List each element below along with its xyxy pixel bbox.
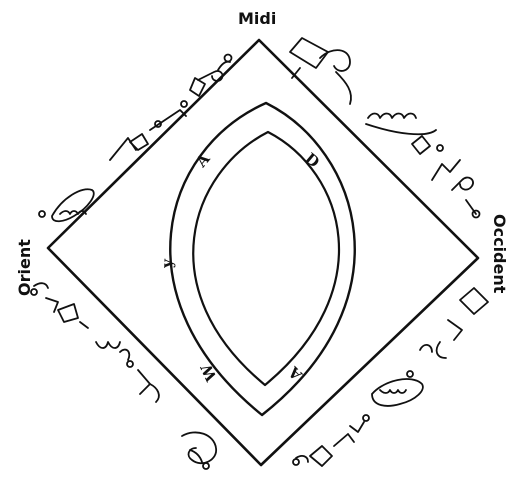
direction-label-midi: Midi: [238, 9, 276, 28]
ring-letter-w: W: [197, 360, 221, 385]
direction-label-occident: Occident: [490, 214, 509, 294]
sigil-upper-left-3: [39, 189, 94, 221]
sigil-upper-right-3: [432, 160, 480, 218]
sigil-lower-right-2: [372, 371, 423, 406]
vesica-outer-ring: [170, 103, 354, 415]
ring-letter-a-bottom: A: [285, 363, 307, 385]
sigil-lower-right-1: [420, 288, 488, 358]
ring-letter-a-top: A: [192, 150, 214, 172]
direction-label-orient: Orient: [15, 239, 34, 296]
sigil-upper-left-1: [190, 55, 232, 97]
ring-letter-d: D: [301, 149, 323, 171]
ring-letter-y: y: [158, 258, 176, 270]
vesica-inner-ring: [193, 132, 339, 385]
sigil-lower-left-3: [182, 432, 216, 469]
sigil-lower-left-1: [31, 283, 88, 328]
sigil-upper-right-1: [290, 38, 351, 104]
sigil-upper-right-2: [366, 114, 443, 155]
sigil-upper-left-2: [110, 101, 187, 160]
